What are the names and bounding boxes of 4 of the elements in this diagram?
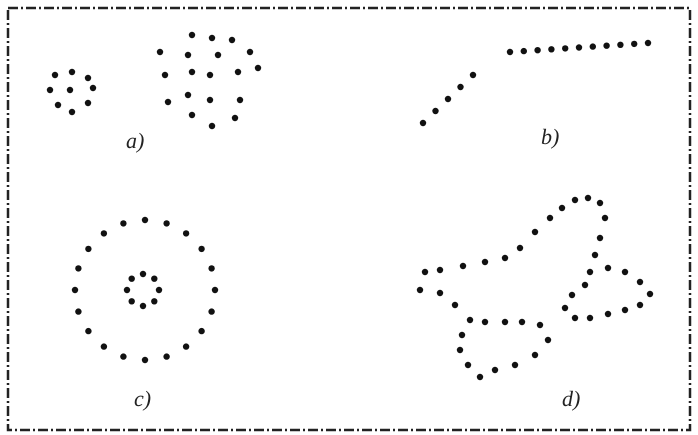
panel-label: d) (562, 388, 580, 410)
panel-label: a) (126, 130, 144, 152)
panel-label: b) (541, 126, 560, 148)
panel-label: c) (134, 388, 152, 410)
